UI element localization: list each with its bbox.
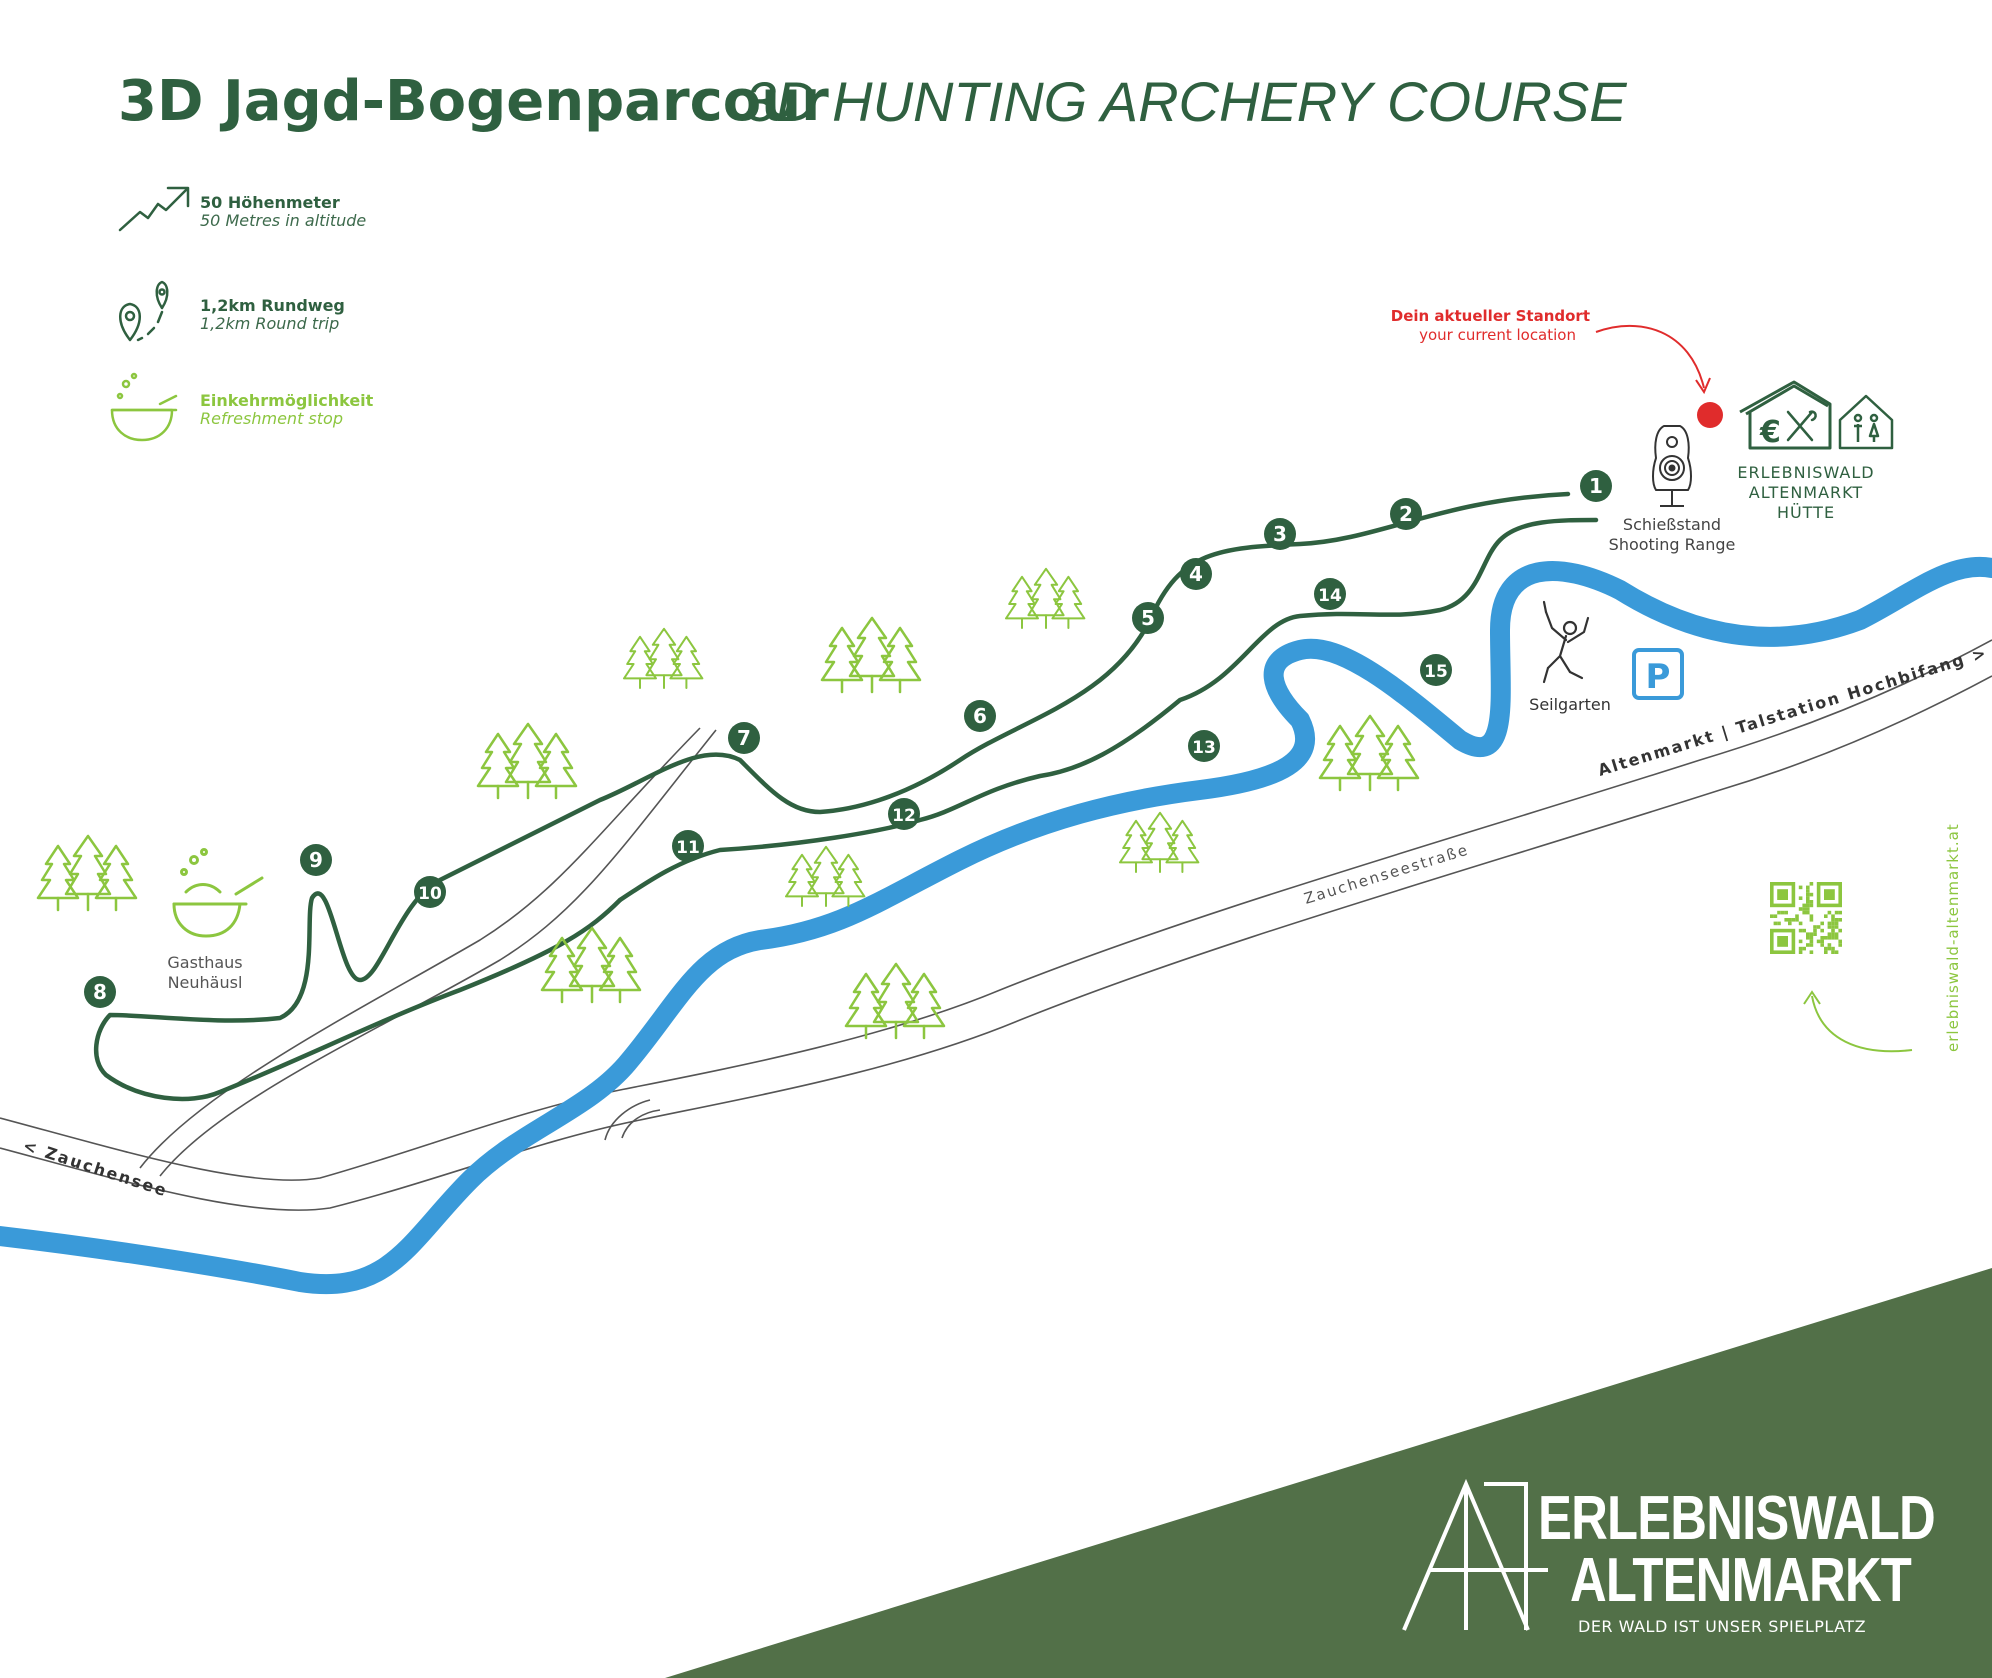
- hut-restaurant-icon: [1739, 380, 1832, 450]
- brand-name-line2: ALTENMARKT: [1570, 1546, 1912, 1615]
- page-title: 3D Jagd-Bogenparcour: [118, 69, 829, 134]
- svg-text:7: 7: [737, 726, 751, 750]
- qr-code-icon[interactable]: [1770, 882, 1842, 954]
- brand-name-line1: ERLEBNISWALD: [1538, 1484, 1936, 1553]
- svg-text:6: 6: [973, 704, 987, 728]
- restroom-icon: [1838, 394, 1894, 450]
- inn-label-line2: Neuhäusl: [167, 973, 243, 992]
- svg-text:1: 1: [1589, 474, 1603, 498]
- brand-logo-icon: [1402, 1478, 1548, 1631]
- station-12[interactable]: 12: [888, 798, 920, 830]
- shooting-range-label: Schießstand: [1622, 515, 1722, 534]
- legend-round-trip-sublabel: 1,2km Round trip: [200, 314, 340, 333]
- svg-text:3: 3: [1273, 522, 1287, 546]
- road-label-zauchensee: < Zauchensee: [21, 1136, 171, 1201]
- trail-outer: [93, 491, 1571, 1102]
- tree-cluster: [622, 627, 704, 690]
- website-url[interactable]: erlebniswald-altenmarkt.at: [1944, 823, 1962, 1052]
- tree-cluster: [1004, 567, 1086, 630]
- station-4[interactable]: 4: [1180, 558, 1212, 590]
- tree-cluster: [784, 845, 866, 908]
- trail-inner: [617, 517, 1599, 903]
- tree-cluster: [540, 926, 642, 1004]
- climber-icon: [1542, 600, 1590, 684]
- svg-text:10: 10: [418, 884, 442, 904]
- tree-cluster: [1118, 811, 1200, 874]
- svg-text:8: 8: [93, 980, 107, 1004]
- station-10[interactable]: 10: [414, 876, 446, 908]
- ropes-course-label: Seilgarten: [1529, 695, 1611, 714]
- trend-up-arrow-icon: [118, 186, 190, 232]
- arrow-icon: [1811, 995, 1913, 1053]
- legend-round-trip-label: 1,2km Rundweg: [200, 296, 345, 315]
- cooking-pan-icon: [110, 372, 178, 442]
- map-pin-route-icon: [119, 280, 169, 342]
- current-location-marker: [1595, 324, 1723, 428]
- svg-text:9: 9: [309, 848, 323, 872]
- svg-text:4: 4: [1189, 562, 1203, 586]
- station-9[interactable]: 9: [300, 844, 332, 876]
- parking-sign-icon: P: [1632, 648, 1684, 700]
- euro-icon: €: [1759, 415, 1781, 450]
- svg-text:12: 12: [892, 806, 916, 826]
- svg-text:5: 5: [1141, 606, 1155, 630]
- station-6[interactable]: 6: [964, 700, 996, 732]
- legend-altitude-sublabel: 50 Metres in altitude: [200, 211, 367, 230]
- inn-label-line1: Gasthaus: [167, 953, 243, 972]
- target-icon: [1652, 425, 1692, 507]
- station-1[interactable]: 1: [1580, 470, 1612, 502]
- svg-text:14: 14: [1318, 586, 1342, 606]
- forest-road: [139, 727, 717, 1177]
- cutlery-icon: [1786, 410, 1817, 442]
- river: [0, 556, 1992, 1295]
- svg-text:€: €: [1759, 415, 1781, 450]
- svg-text:11: 11: [676, 838, 700, 858]
- svg-text:2: 2: [1399, 502, 1413, 526]
- tree-cluster: [476, 722, 578, 800]
- hut-label-line2: ALTENMARKT: [1748, 483, 1864, 502]
- shooting-range-sublabel: Shooting Range: [1608, 535, 1736, 554]
- page-title-english: 3D HUNTING ARCHERY COURSE: [745, 70, 1627, 133]
- tree-cluster: [1318, 714, 1420, 792]
- main-road: [0, 639, 1992, 1211]
- legend-refreshment-label: Einkehrmöglichkeit: [200, 391, 374, 410]
- station-13[interactable]: 13: [1188, 730, 1220, 762]
- station-5[interactable]: 5: [1132, 602, 1164, 634]
- hut-label-line1: ERLEBNISWALD: [1737, 463, 1875, 482]
- brand-tagline: DER WALD IST UNSER SPIELPLATZ: [1578, 1617, 1867, 1636]
- station-badges: 1 2 3 4 5 6 7 8 9 10 11 12 13 14 15: [84, 470, 1612, 1008]
- station-11[interactable]: 11: [672, 830, 704, 862]
- station-14[interactable]: 14: [1314, 578, 1346, 610]
- current-location-sublabel: your current location: [1419, 326, 1576, 344]
- hut-label-line3: HÜTTE: [1776, 503, 1836, 522]
- legend-refreshment-sublabel: Refreshment stop: [200, 409, 343, 428]
- svg-text:P: P: [1646, 657, 1671, 697]
- svg-text:13: 13: [1192, 738, 1216, 758]
- station-2[interactable]: 2: [1390, 498, 1422, 530]
- brand-band: [665, 1268, 1992, 1678]
- legend-altitude-label: 50 Höhenmeter: [200, 193, 340, 212]
- tree-cluster: [36, 834, 138, 912]
- station-8[interactable]: 8: [84, 976, 116, 1008]
- svg-text:15: 15: [1424, 662, 1448, 682]
- station-7[interactable]: 7: [728, 722, 760, 754]
- station-3[interactable]: 3: [1264, 518, 1296, 550]
- cooking-pan-icon: [172, 848, 264, 938]
- current-location-label: Dein aktueller Standort: [1390, 307, 1590, 325]
- road-label-street: Zauchenseestraße: [1302, 840, 1471, 907]
- tree-cluster: [820, 616, 922, 694]
- tree-cluster: [844, 962, 946, 1040]
- station-15[interactable]: 15: [1420, 654, 1452, 686]
